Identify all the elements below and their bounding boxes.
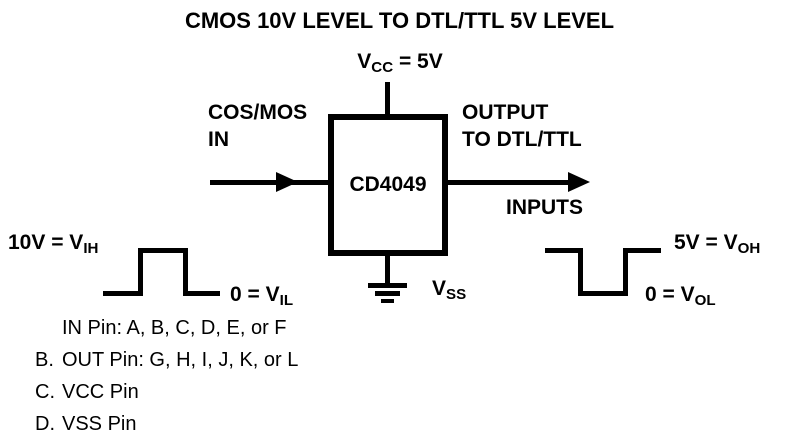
output-wave-high-right [623,248,661,253]
chip-label: CD4049 [349,173,427,196]
output-high-label-pre: 5V = V [674,231,738,254]
input-high-label-sub: IH [83,240,99,258]
note-text: OUT Pin: G, H, I, J, K, or L [62,349,299,371]
output-label-line1: OUTPUT [462,101,549,124]
output-low-label-sub: OL [694,292,716,310]
output-wave-high-left [545,248,583,253]
vcc-label-post: = 5V [393,50,443,73]
input-wave-high-top [138,248,188,253]
vcc-label-sub: CC [371,59,394,77]
note-text: IN Pin: A, B, C, D, E, or F [62,317,287,339]
diagram-title: CMOS 10V LEVEL TO DTL/TTL 5V LEVEL [184,8,615,33]
input-wave-falling-edge [183,248,188,296]
note-text: VSS Pin [62,413,137,435]
input-high-label-pre: 10V = V [8,231,84,254]
vss-label-sub: SS [446,286,467,304]
output-wire [448,180,572,185]
output-waveform-low-label: 0 = VOL [645,283,716,310]
chip-box: CD4049 [328,114,448,256]
ground-stem-wire [385,256,390,283]
vss-label: VSS [432,277,467,304]
input-signal-label-line2: IN [208,128,229,151]
note-text: VCC Pin [62,381,139,403]
input-wire [210,180,328,185]
input-wave-rising-edge [138,248,143,296]
note-prefix: C. [35,381,55,403]
output-wave-low-bottom [578,291,628,296]
input-waveform-low-label: 0 = VIL [230,283,294,310]
output-wave-falling-edge [578,248,583,296]
ground-bar-2 [375,291,400,296]
vcc-label: VCC = 5V [300,50,500,77]
output-waveform-high-label: 5V = VOH [674,231,761,258]
input-waveform-high-label: 10V = VIH [8,231,99,258]
vss-label-pre: V [432,277,447,300]
output-high-label-sub: OH [737,240,761,258]
input-arrowhead-icon [276,172,298,192]
note-prefix: B. [35,349,54,371]
note-prefix: D. [35,413,55,435]
ground-bar-1 [368,283,407,288]
input-low-label-sub: IL [279,292,294,310]
vcc-wire [385,82,390,114]
output-label-line2: TO DTL/TTL [462,128,582,151]
input-signal-label-line1: COS/MOS [208,101,308,124]
input-wave-low-left [103,291,143,296]
input-wave-low-right [183,291,220,296]
output-low-label-pre: 0 = V [645,283,695,306]
output-arrowhead-icon [568,172,590,192]
output-wave-rising-edge [623,248,628,296]
input-low-label-pre: 0 = V [230,283,280,306]
inputs-label: INPUTS [506,196,584,219]
ground-bar-3 [381,299,394,303]
vcc-label-pre: V [357,50,372,73]
